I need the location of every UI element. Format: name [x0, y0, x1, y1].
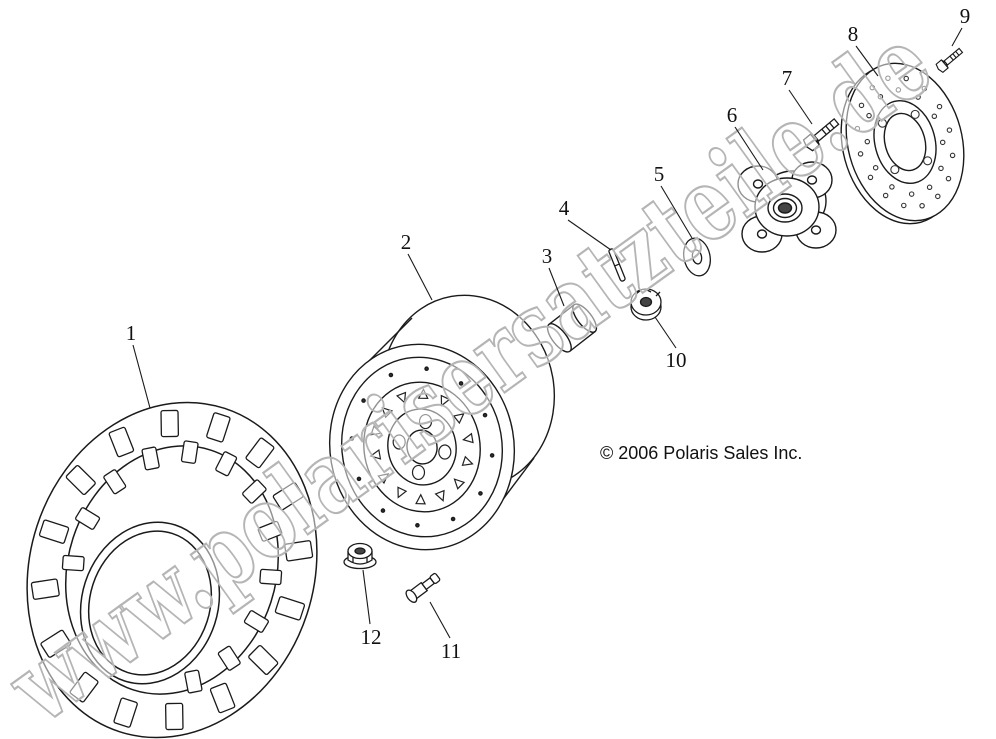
part-label-2: 2 — [401, 230, 412, 254]
brake-disc-holes — [854, 75, 956, 209]
part-label-9: 9 — [960, 4, 971, 28]
part-label-1: 1 — [126, 321, 137, 345]
valve-stem-illustration — [405, 572, 441, 603]
part-label-4: 4 — [559, 196, 570, 220]
leader-line-10 — [654, 316, 677, 349]
spacer-illustration — [546, 303, 598, 353]
wheel-rim-illustration — [328, 294, 556, 551]
rim-decoration — [349, 366, 495, 528]
leader-line-6 — [734, 126, 764, 171]
hub-illustration — [737, 161, 837, 253]
flange-nut-illustration — [343, 542, 377, 570]
part-label-10: 10 — [666, 348, 687, 372]
leader-line-4 — [567, 219, 612, 251]
part-label-7: 7 — [782, 66, 793, 90]
part-label-11: 11 — [441, 639, 461, 663]
tire-tread-blocks — [30, 409, 314, 731]
part-label-5: 5 — [654, 162, 665, 186]
leader-line-8 — [855, 45, 879, 77]
bolt-illustration — [802, 117, 840, 152]
leader-line-7 — [788, 89, 813, 125]
leader-line-1 — [132, 344, 151, 409]
leader-line-3 — [548, 267, 565, 307]
leader-line-9 — [951, 27, 963, 47]
leader-line-5 — [660, 185, 693, 239]
copyright-text: © 2006 Polaris Sales Inc. — [600, 443, 802, 463]
leader-line-2 — [407, 253, 433, 301]
part-labels: 1 2 3 4 5 6 7 8 9 10 11 12 — [126, 4, 971, 663]
part-label-6: 6 — [727, 103, 738, 127]
brake-disc-illustration — [840, 62, 965, 225]
leader-lines — [132, 27, 963, 639]
castle-nut-illustration — [630, 288, 662, 321]
leader-line-12 — [362, 569, 371, 625]
part-label-8: 8 — [848, 22, 859, 46]
leader-line-11 — [429, 601, 451, 639]
part-label-12: 12 — [361, 625, 382, 649]
washer-illustration — [683, 237, 711, 277]
part-label-3: 3 — [542, 244, 553, 268]
tire-illustration — [26, 401, 318, 739]
watermark-text: www.polarisersatzteile.de — [0, 3, 952, 739]
small-bolt-illustration — [935, 47, 964, 73]
